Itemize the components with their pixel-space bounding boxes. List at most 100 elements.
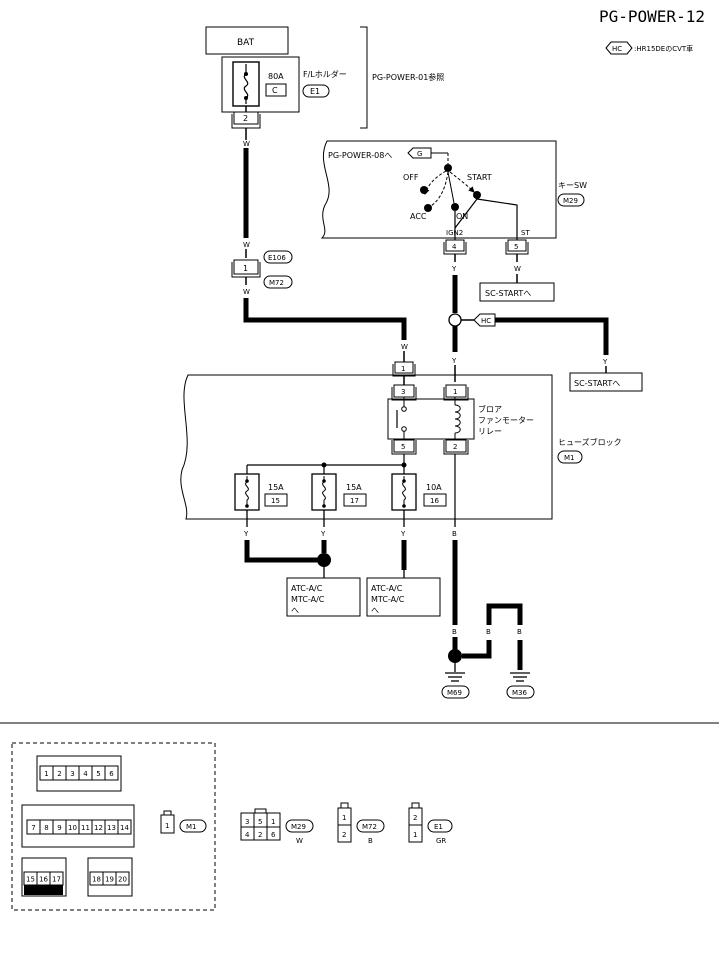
wire-st: W SC-STARTへ	[479, 254, 555, 302]
fusible-link: 80A C F/Lホルダー E1 PG-POWER-01参照 2	[221, 26, 444, 129]
ground-m36: M36	[506, 672, 535, 699]
page-title: PG-POWER-12	[599, 7, 705, 26]
fb-view-cell	[115, 871, 130, 886]
m1-connector-view: 1 M1	[160, 810, 207, 834]
hc-note-tag: HC	[612, 45, 622, 53]
ign-ign2-label: IGN2	[446, 229, 463, 237]
m1-view-label: M1	[186, 823, 197, 831]
m29-pin-e: 2	[258, 831, 262, 839]
fb-view-pin: 4	[83, 770, 88, 778]
fb-view-pin: 14	[120, 824, 129, 832]
relay-name-1: ブロア	[478, 404, 502, 414]
junction-e106-m72: 1 E106 M72 W W	[231, 250, 408, 362]
wire-color-fb-in: W	[401, 343, 408, 351]
wire-color-loop-b: B	[517, 628, 522, 636]
dest1-line2: MTC-A/C	[291, 595, 325, 604]
e1-view-label: E1	[434, 823, 443, 831]
dest1-line3: へ	[291, 606, 299, 615]
relay-pin2: 2	[453, 443, 457, 451]
ign-ref-tag: G	[417, 150, 422, 158]
wire-color-loop-a: B	[486, 628, 491, 636]
fb-view-pin: 7	[31, 824, 35, 832]
m29-pin-c: 1	[271, 818, 275, 826]
e1-connector-view: 2 1 E1 GR	[408, 802, 453, 845]
ign-switch-label: キーSW	[558, 181, 587, 190]
dest2-line2: MTC-A/C	[371, 595, 405, 604]
ign-start: START	[467, 173, 492, 182]
m72-view-label: M72	[362, 823, 377, 831]
m29-pin-b: 5	[258, 818, 262, 826]
wire-color-top: W	[243, 140, 250, 148]
m72-pin-b: 2	[342, 831, 346, 839]
fl-pin: 2	[243, 114, 248, 123]
fl-reference: PG-POWER-01参照	[372, 72, 444, 82]
fb-view-pin: 8	[44, 824, 48, 832]
ground-m69: M69	[441, 663, 470, 699]
e106-label: E106	[268, 254, 286, 262]
m29-view-color: W	[296, 837, 303, 845]
m29-connector-view: 3 5 1 4 2 6 M29 W	[240, 808, 314, 845]
fb-view-pin: 3	[70, 770, 74, 778]
fb-view-pin: 5	[96, 770, 100, 778]
wire-color-e106-top: W	[243, 241, 250, 249]
relay-pin1: 1	[453, 388, 457, 396]
fuse-16-number: 16	[430, 497, 439, 505]
fb-view-used-mark	[24, 885, 37, 895]
wire-color-f16: Y	[400, 530, 406, 538]
fuse-17-number: 17	[350, 497, 359, 505]
wire-color-gnd: B	[452, 530, 457, 538]
m1-view-pin: 1	[165, 822, 169, 830]
fuse-15-number: 15	[271, 497, 280, 505]
output-wires: Y Y ATC-A/C MTC-A/C へ Y ATC-A/C MTC-A/C …	[243, 510, 535, 699]
sc-start-1: SC-STARTへ	[485, 289, 531, 298]
ign-on: ON	[456, 212, 468, 221]
fb-view-pin: 10	[68, 824, 77, 832]
battery-label: BAT	[237, 38, 255, 48]
fuse-block: ヒューズブロック M1 1 3 1 5 2 ブロア ファンモーター リレー	[180, 361, 622, 520]
wire-feed: W W	[243, 106, 250, 258]
fb-view-pin: 1	[44, 770, 48, 778]
hc-note-text: :HR15DEのCVT車	[634, 44, 693, 53]
hc-note: HC :HR15DEのCVT車	[605, 41, 693, 55]
fb-connector: M1	[564, 454, 575, 462]
fuse-15: 15A 15	[234, 465, 288, 511]
ign-contact-acc	[424, 204, 432, 212]
fb-view-pin: 20	[118, 876, 127, 884]
fb-view-cell	[104, 765, 119, 781]
wire-color-gnd2: B	[452, 628, 457, 636]
fb-view-pin: 18	[92, 876, 101, 884]
ign-acc: ACC	[410, 212, 427, 221]
fl-code: C	[272, 86, 278, 95]
wire-color-ign2: Y	[451, 265, 457, 273]
ign-contact-on	[451, 203, 459, 211]
ign-pin4: 4	[452, 243, 457, 251]
fb-view-used-mark	[37, 885, 50, 895]
fl-rating: 80A	[268, 72, 284, 81]
fl-connector: E1	[310, 87, 320, 96]
fb-view-pin: 17	[52, 876, 61, 884]
fb-input-pin: 1	[401, 365, 405, 373]
wire-color-relay-in: Y	[451, 357, 457, 365]
fb-view-used-mark	[50, 885, 63, 895]
e1-pin-b: 1	[413, 831, 417, 839]
hc-tag: HC	[481, 317, 491, 325]
relay-pin5: 5	[401, 443, 405, 451]
dest2-line3: へ	[371, 606, 379, 615]
ign-off: OFF	[403, 173, 419, 182]
e1-pin-a: 2	[413, 814, 417, 822]
fuse-16: 10A 16	[391, 465, 447, 511]
ign-connector: M29	[563, 197, 578, 205]
fuse-17-rating: 15A	[346, 483, 362, 492]
fb-view-pin: 2	[57, 770, 61, 778]
ign-contact-start	[473, 191, 481, 199]
wire-color-f15: Y	[243, 530, 249, 538]
m72-pin-a: 1	[342, 814, 346, 822]
m72-view-color: B	[368, 837, 373, 845]
fl-label: F/Lホルダー	[303, 69, 347, 79]
fb-view-cell	[117, 819, 132, 835]
relay-name-2: ファンモーター	[478, 416, 534, 425]
relay-pin3: 3	[401, 388, 405, 396]
wire-color-f17: Y	[320, 530, 326, 538]
